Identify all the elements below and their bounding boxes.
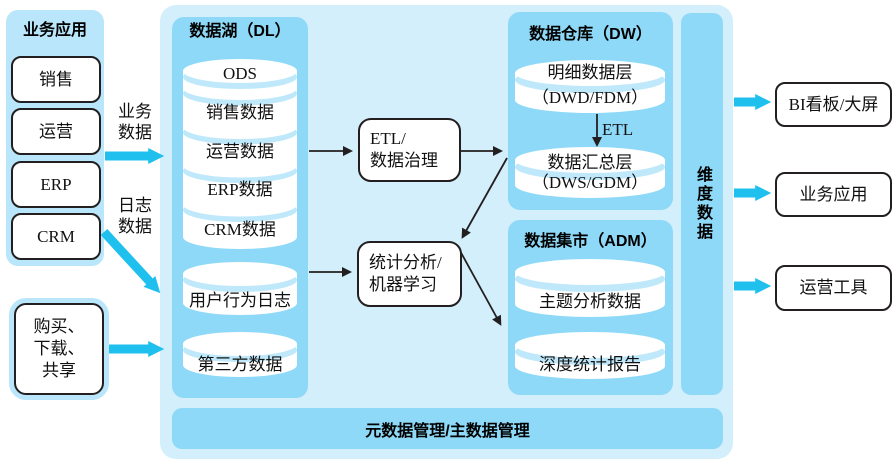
business-data-label: 业务 数据 — [110, 101, 160, 143]
dwd-label-line2: （DWD/FDM） — [531, 88, 649, 107]
app-box-erp: ERP — [11, 161, 101, 208]
app-box-sales: 销售 — [11, 56, 101, 103]
etl-box-line: ETL/ — [370, 129, 406, 148]
cylinder-label-user-log: 用户行为日志 — [189, 291, 291, 310]
cylinder-label-third-party: 第三方数据 — [197, 355, 283, 374]
report-label: 深度统计报告 — [539, 355, 641, 374]
log-data-label: 日志 数据 — [110, 195, 160, 237]
analysis-ml-box: 统计分析/ 机器学习 — [357, 241, 462, 307]
app-box-operations: 运营 — [11, 108, 101, 155]
analysis-box-line: 机器学习 — [369, 275, 437, 294]
dimension-data-label: 维度数据 — [694, 166, 711, 242]
cylinder-label-erp-data: ERP数据 — [207, 180, 273, 199]
subject-data-label: 主题分析数据 — [539, 292, 641, 311]
governance-bar: 元数据管理/主数据管理 — [172, 408, 723, 449]
cylinder-label-ods: ODS — [222, 64, 257, 83]
data-warehouse-title: 数据仓库（DW） — [529, 26, 652, 43]
app-box-crm: CRM — [11, 213, 101, 260]
cylinder-label-operations-data: 运营数据 — [206, 142, 274, 161]
arrow-log-data — [100, 228, 161, 294]
data-mart-title: 数据集市（ADM） — [524, 233, 657, 250]
data-lake-title: 数据湖（DL） — [189, 23, 291, 40]
log-data-label-line: 数据 — [118, 217, 152, 236]
dwd-label-line1: 明细数据层 — [547, 63, 633, 82]
cylinder-label-sales-data: 销售数据 — [206, 103, 274, 122]
dimension-data-bar: 维度数据 — [681, 13, 723, 395]
etl-arrow-label: ETL — [602, 120, 634, 139]
log-data-label-line: 日志 — [118, 196, 152, 215]
governance-label: 元数据管理/主数据管理 — [365, 422, 530, 440]
dws-label-line2: （DWS/GDM） — [531, 173, 649, 192]
user-actions-line: 共享 — [42, 361, 76, 380]
output-box-ops-tools: 运营工具 — [775, 265, 892, 311]
output-box-bi-dashboard: BI看板/大屏 — [775, 82, 892, 127]
analysis-box-line: 统计分析/ — [369, 253, 442, 272]
cylinder-label-crm-data: CRM数据 — [204, 220, 276, 239]
dws-label-line1: 数据汇总层 — [547, 153, 633, 172]
etl-governance-box: ETL/ 数据治理 — [358, 118, 461, 182]
etl-box-line: 数据治理 — [370, 151, 438, 170]
user-actions-box: 购买、 下载、 共享 — [14, 303, 104, 395]
business-data-label-line: 业务 — [118, 102, 152, 121]
business-apps-title: 业务应用 — [22, 22, 87, 39]
output-box-business-app: 业务应用 — [775, 172, 892, 217]
user-actions-line: 购买、 — [33, 317, 85, 336]
user-actions-line: 下载、 — [33, 339, 85, 358]
business-data-label-line: 数据 — [118, 123, 152, 142]
